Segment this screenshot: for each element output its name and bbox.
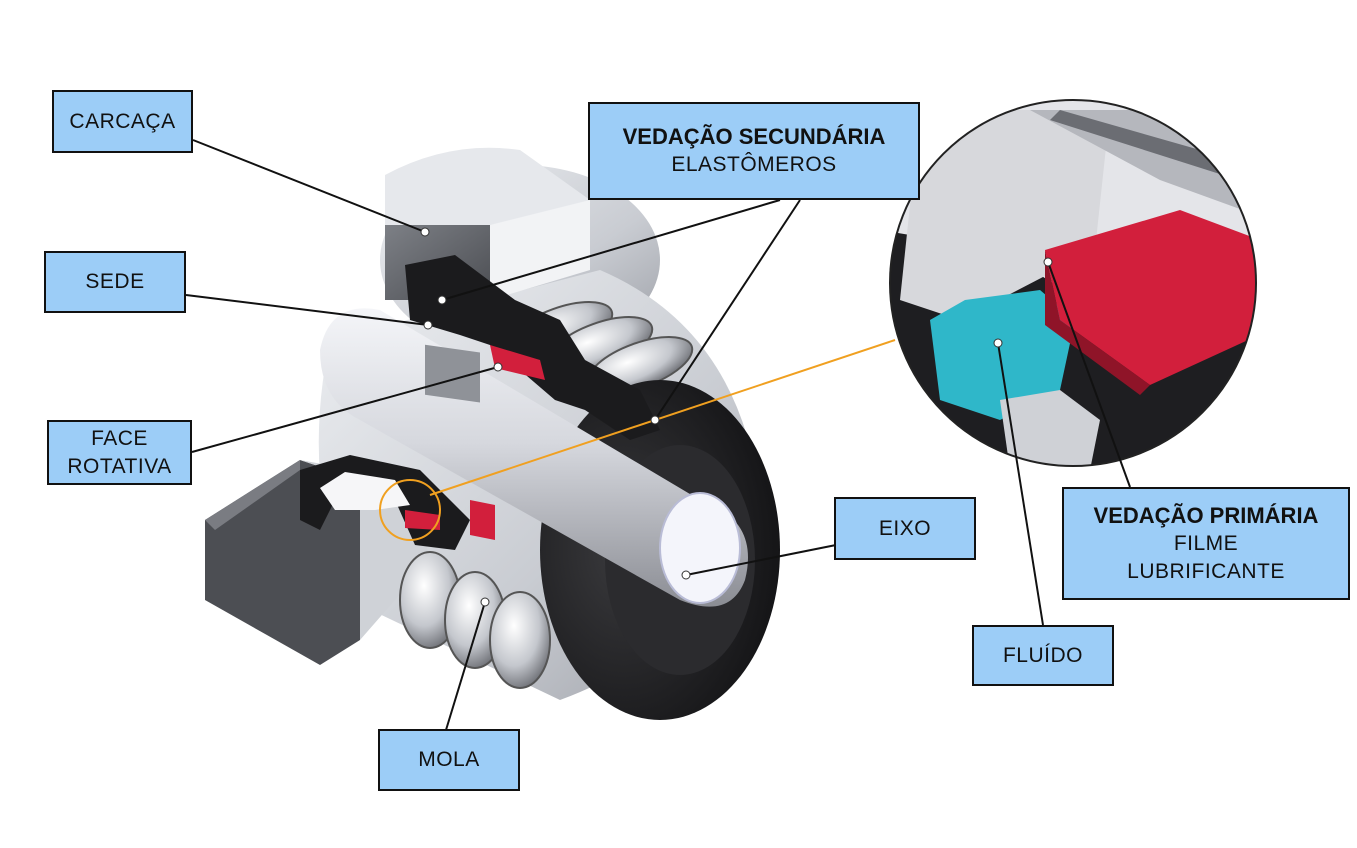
label-face-rotativa-line1: FACE [91, 426, 148, 450]
label-sede: SEDE [44, 251, 186, 313]
leader-lines [185, 139, 1131, 731]
label-vedacao-primaria-sub2: LUBRIFICANTE [1127, 559, 1285, 583]
label-carcaca-text: CARCAÇA [69, 109, 176, 133]
leader-dots [420, 227, 1053, 607]
seal-assembly [205, 147, 780, 720]
label-mola-text: MOLA [418, 748, 480, 771]
label-fluido-text: FLUÍDO [1002, 643, 1083, 667]
label-eixo-text: EIXO [878, 516, 932, 540]
label-vedacao-primaria-title: VEDAÇÃO PRIMÁRIA [1093, 502, 1319, 528]
label-fluido: FLUÍDO [972, 625, 1114, 686]
label-vedacao-secundaria-title: VEDAÇÃO SECUNDÁRIA [622, 124, 886, 149]
label-vedacao-primaria-sub1: FILME [1173, 531, 1239, 555]
zoom-marker [379, 479, 441, 541]
label-face-rotativa-line2: ROTATIVA [67, 454, 172, 478]
label-vedacao-secundaria: VEDAÇÃO SECUNDÁRIA ELASTÔMEROS [588, 102, 920, 200]
label-sede-text: SEDE [85, 270, 145, 293]
label-mola: MOLA [378, 729, 520, 791]
label-eixo: EIXO [834, 497, 976, 560]
label-face-rotativa: FACE ROTATIVA [47, 420, 192, 485]
label-vedacao-primaria: VEDAÇÃO PRIMÁRIA FILME LUBRIFICANTE [1062, 487, 1350, 600]
label-carcaca: CARCAÇA [52, 90, 193, 153]
label-vedacao-secundaria-sub: ELASTÔMEROS [671, 153, 837, 176]
spring-bottom [399, 551, 551, 689]
